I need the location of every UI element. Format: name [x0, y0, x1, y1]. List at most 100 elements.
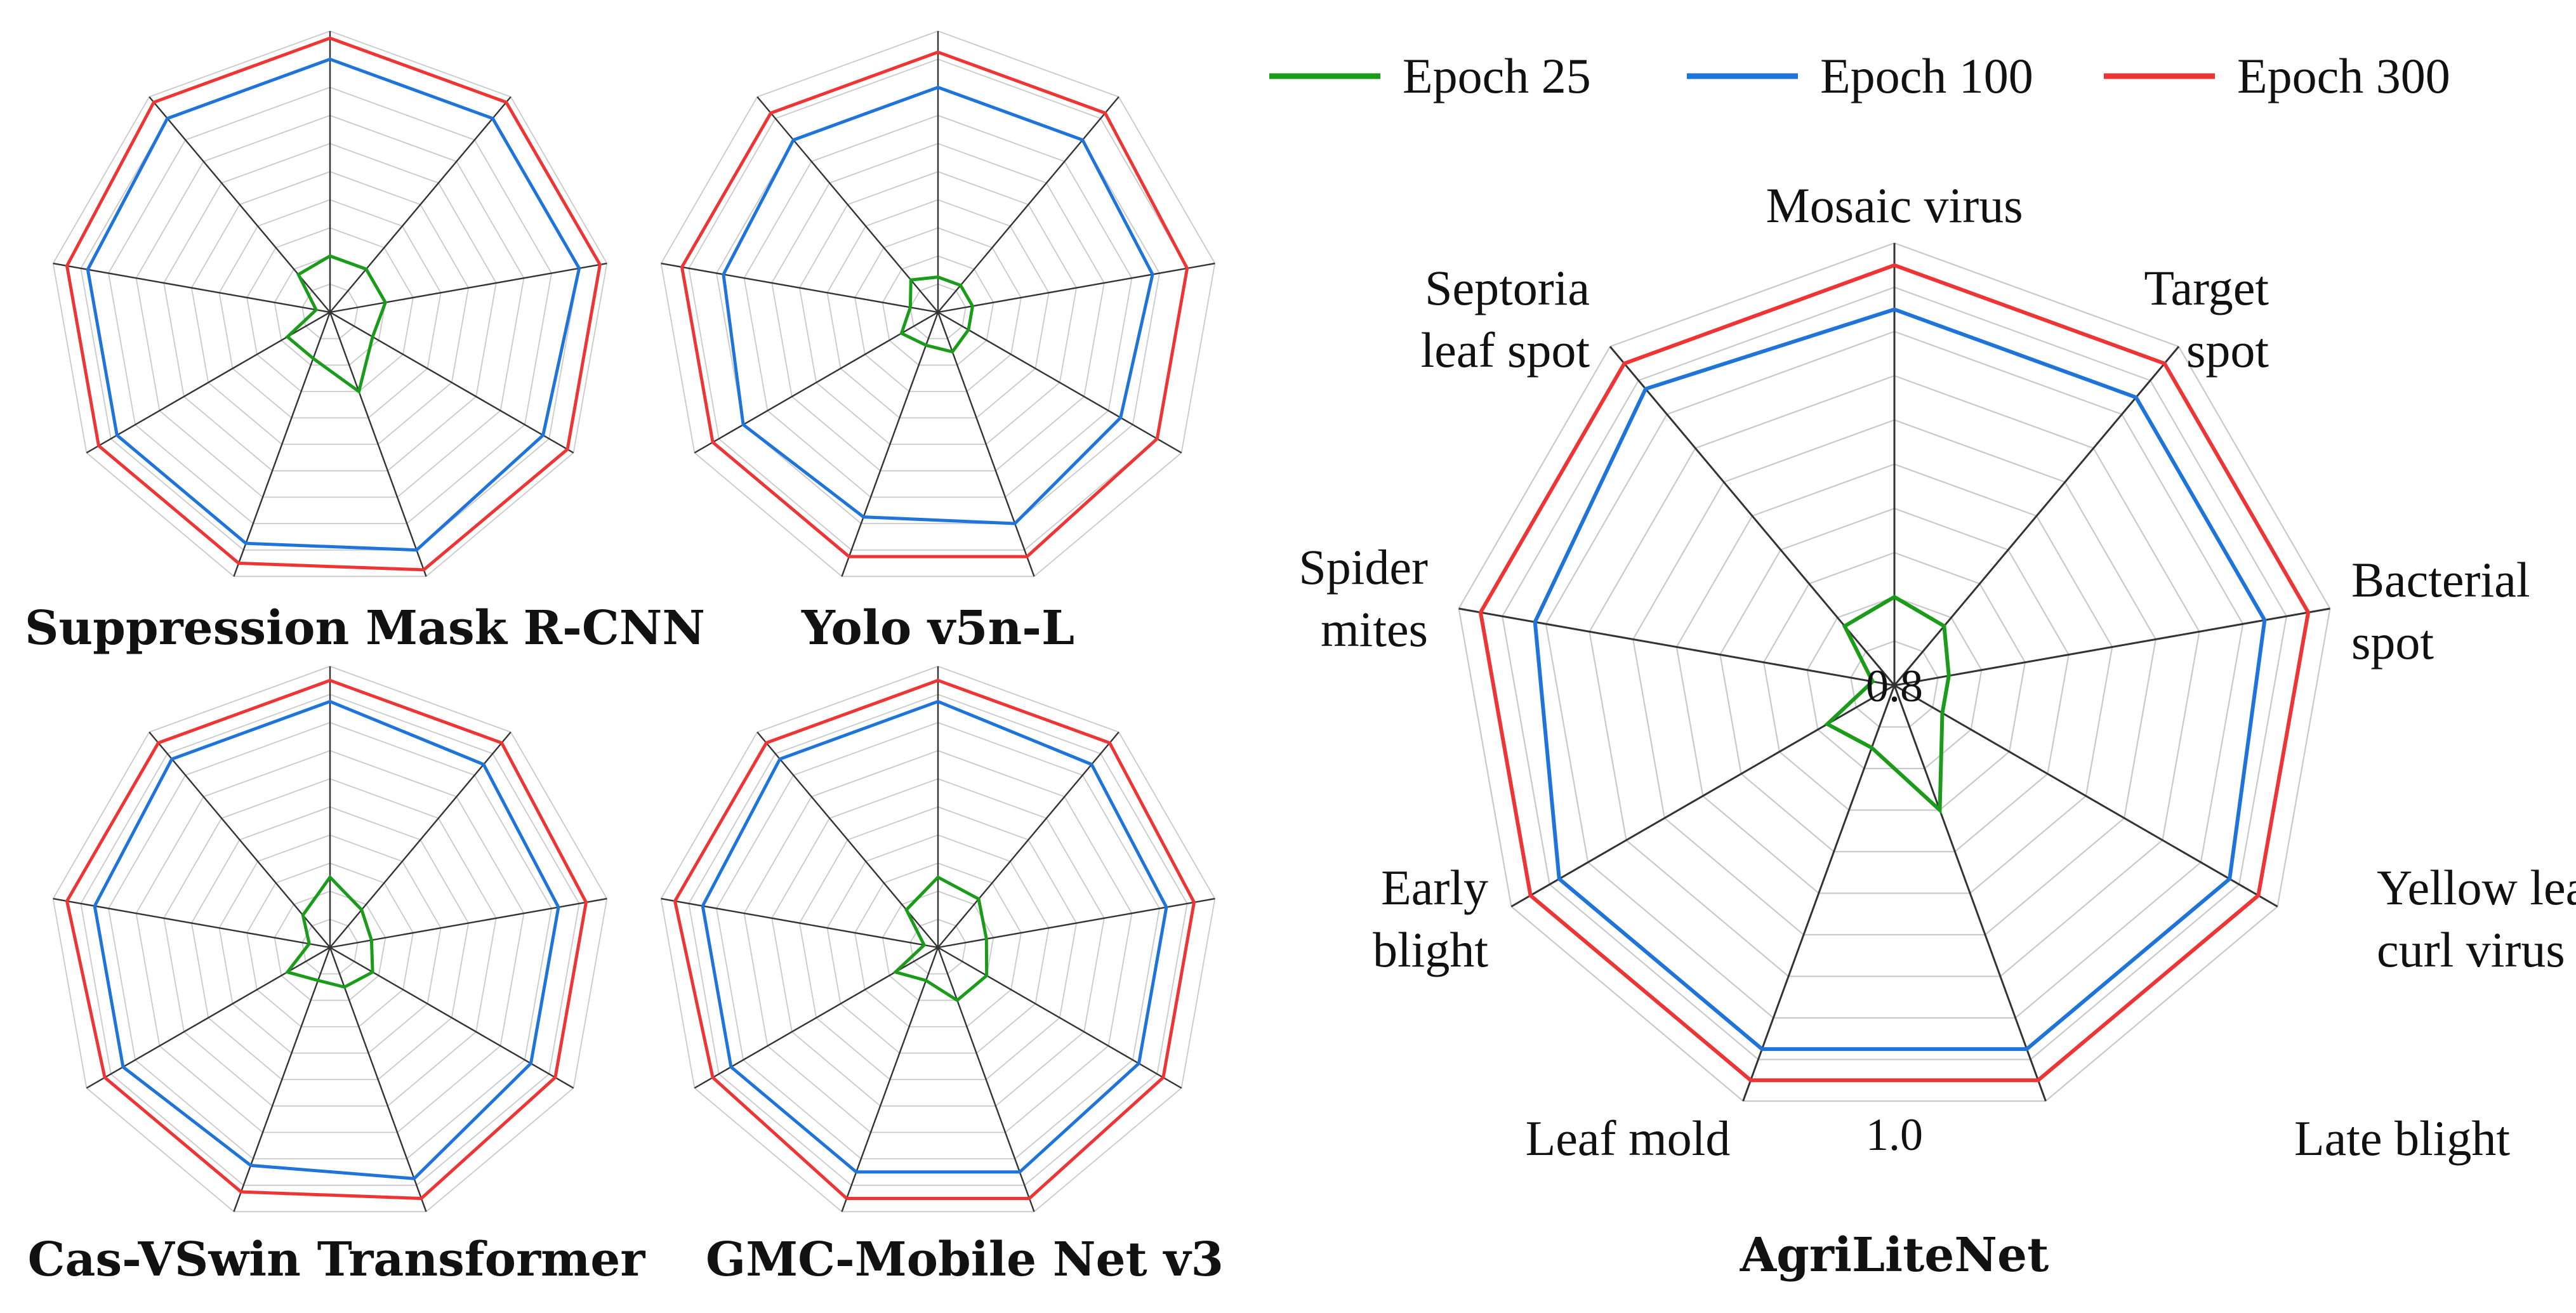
radar-outer-ring	[1458, 242, 2331, 1102]
series-line-epoch-100	[1533, 307, 2267, 1052]
radar-spoke	[329, 731, 512, 948]
series-line-epoch-300	[673, 678, 1196, 1200]
radar-grid-ring	[743, 749, 1133, 1133]
radar-grid-ring	[882, 255, 994, 366]
radar-spoke	[1893, 685, 2047, 1102]
series-line-epoch-25	[892, 875, 989, 1003]
radar-grid-ring	[854, 227, 1022, 392]
radar-spoke	[937, 947, 1035, 1212]
radar-spoke	[756, 96, 939, 313]
radar-grid-ring	[108, 86, 552, 524]
series-line-epoch-300	[1478, 263, 2311, 1083]
radar-spoke	[661, 262, 939, 313]
radar-grid	[52, 30, 608, 577]
radar-grid-ring	[135, 749, 525, 1133]
radar-spoke	[329, 946, 574, 1089]
radar-chart-suppression-mask-rcnn: Suppression Mask R-CNN	[25, 30, 705, 656]
radar-grid-ring	[108, 722, 552, 1159]
radar-grid-ring	[826, 199, 1050, 419]
radar-spoke	[937, 731, 1120, 948]
radar-grid-ring	[190, 171, 470, 445]
radar-grid-ring	[218, 834, 442, 1054]
category-label-mosaic-virus: Mosaic virus	[1766, 178, 2023, 233]
series-line-epoch-100	[701, 699, 1168, 1174]
radar-spoke	[1893, 346, 2180, 686]
radar-outer-ring	[660, 30, 1216, 577]
radar-grid-ring	[688, 694, 1188, 1186]
series-line-epoch-25	[899, 275, 975, 354]
radar-grid	[52, 666, 608, 1213]
series-line-epoch-300	[65, 678, 588, 1201]
radar-outer-ring	[52, 666, 608, 1213]
radar-grid-ring	[771, 143, 1105, 472]
radar-spoke	[694, 311, 939, 454]
radar-grid-ring	[1545, 331, 2244, 1019]
chart-title: GMC-Mobile Net v3	[706, 1232, 1224, 1287]
radar-grid-ring	[798, 806, 1078, 1080]
radar-grid-ring	[771, 778, 1105, 1107]
series-line-epoch-25	[284, 874, 374, 989]
radar-grid-ring	[1719, 508, 2070, 853]
radar-grid-ring	[163, 143, 497, 472]
tick-label-outer: 1.0	[1866, 1109, 1923, 1160]
radar-spoke	[937, 311, 1182, 454]
radar-grid-ring	[218, 199, 442, 419]
radar-grid-ring	[909, 918, 967, 975]
radar-grid-ring	[1762, 551, 2026, 811]
radar-spoke	[1894, 607, 2330, 687]
radar-grid-ring	[190, 806, 470, 1080]
radar-chart-cas-vswin-transformer: Cas-VSwin Transformer	[28, 666, 646, 1287]
series-line-epoch-100	[93, 699, 560, 1180]
series-line-epoch-25	[285, 254, 388, 395]
radar-grid-ring	[798, 171, 1078, 445]
chart-title: Cas-VSwin Transformer	[28, 1232, 646, 1287]
radar-spoke	[756, 731, 939, 948]
series-line-epoch-300	[680, 50, 1189, 558]
radar-outer-ring	[52, 30, 608, 577]
radar-grid-ring	[135, 114, 525, 498]
radar-spoke	[233, 947, 331, 1212]
radar-grid-ring	[716, 722, 1160, 1159]
series-line-epoch-25	[1824, 595, 1951, 815]
radar-grid	[660, 30, 1216, 577]
radar-grid-ring	[743, 114, 1133, 498]
series-line-epoch-300	[65, 36, 602, 572]
radar-spoke	[233, 312, 331, 577]
radar-spoke	[149, 96, 331, 313]
chart-title: AgriLiteNet	[1740, 1228, 2049, 1283]
category-label-late-blight: Late blight	[2294, 1111, 2510, 1166]
radar-grid-ring	[909, 283, 967, 340]
category-label-leaf-mold: Leaf mold	[1526, 1111, 1731, 1166]
chart-title: Suppression Mask R-CNN	[25, 601, 705, 656]
radar-spoke	[329, 311, 574, 454]
radar-grid-ring	[274, 890, 386, 1001]
radar-grid-ring	[826, 834, 1050, 1054]
radar-grid-ring	[246, 227, 414, 392]
radar-outer-ring	[660, 666, 1216, 1213]
radar-chart-gmc-mobile-net-v3: GMC-Mobile Net v3	[660, 666, 1224, 1287]
legend-label-epoch-100: Epoch 100	[1820, 48, 2033, 103]
radar-spoke	[841, 947, 939, 1212]
radar-grid-ring	[246, 862, 414, 1027]
category-label-yellow-leaf-curl-virus: Yellow leafcurl virus	[2377, 860, 2576, 977]
tick-label-inner: 0.8	[1866, 661, 1923, 711]
series-line-epoch-100	[722, 85, 1154, 525]
radar-grid-ring	[1589, 374, 2200, 977]
radar-spoke	[1894, 684, 2278, 907]
radar-grid-ring	[163, 778, 497, 1107]
radar-grid-ring	[688, 58, 1188, 551]
radar-grid	[660, 666, 1216, 1213]
radar-grid-ring	[301, 283, 359, 340]
radar-spoke	[937, 262, 1215, 313]
radar-grid-ring	[716, 86, 1160, 524]
radar-spoke	[937, 96, 1120, 313]
series-line-epoch-100	[86, 57, 581, 552]
radar-spoke	[149, 731, 331, 948]
legend-label-epoch-300: Epoch 300	[2237, 48, 2450, 103]
radar-spoke	[1458, 607, 1895, 687]
